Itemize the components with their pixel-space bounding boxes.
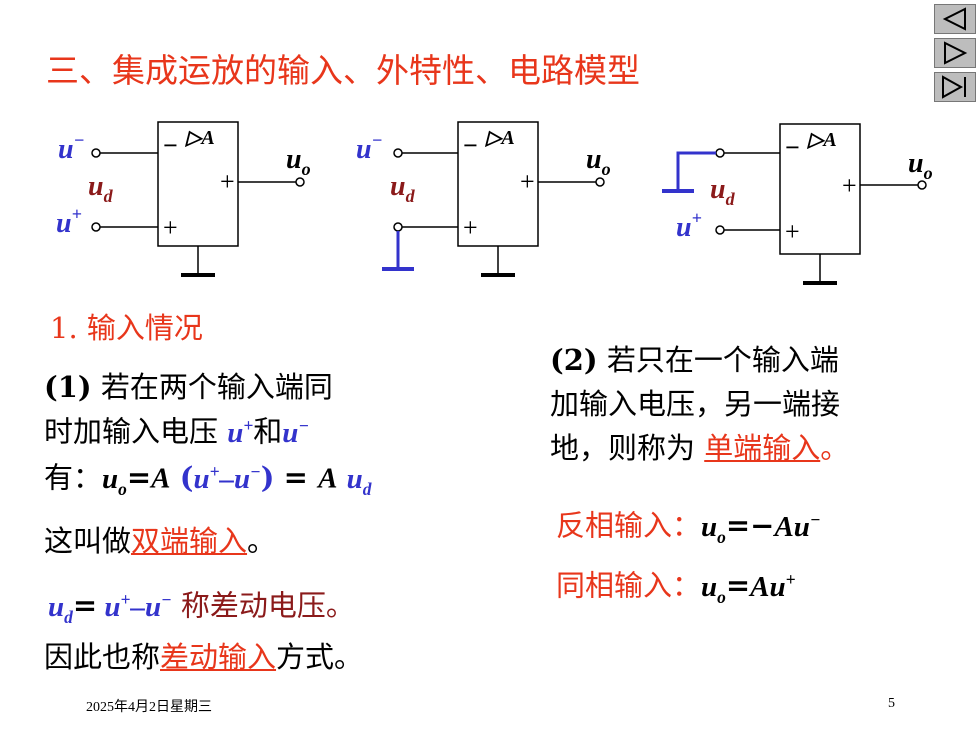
svg-text:+: + [163, 213, 178, 242]
svg-text:−: − [463, 131, 478, 160]
op-amp-inverting: − + + ▷A u− ud uo [356, 121, 611, 277]
diff-voltage-line: ud= u+–u− 称差动电压。 [48, 588, 355, 627]
svg-text:+: + [520, 167, 535, 196]
svg-text:u+: u+ [676, 208, 702, 243]
svg-text:u−: u− [356, 130, 383, 165]
svg-text:+: + [842, 171, 857, 200]
end-icon [942, 75, 966, 99]
section-heading: 1. 输入情况 [50, 311, 203, 345]
op-amp-double-ended: − + + ▷A u− ud u+ uo [56, 121, 311, 277]
op-amp-diagrams: − + + ▷A u− ud u+ uo − + + ▷A u− ud uo [56, 121, 933, 285]
svg-text:▷A: ▷A [484, 127, 515, 149]
right-para-1: (2) 若只在一个输入端 [550, 343, 839, 377]
svg-text:uo: uo [908, 148, 933, 183]
svg-text:uo: uo [286, 144, 311, 179]
inverting-formula: 反相输入：uo=−Au− [556, 508, 821, 547]
svg-text:ud: ud [710, 174, 736, 209]
left-para-1: (1) 若在两个输入端同 [44, 370, 333, 404]
svg-text:▷A: ▷A [806, 129, 837, 151]
left-para-2: 时加输入电压 u+和u− [44, 414, 309, 449]
svg-text:uo: uo [586, 144, 611, 179]
svg-text:−: − [785, 133, 800, 162]
svg-text:▷A: ▷A [184, 127, 215, 149]
formula-uo: 有：uo=A (u+–u−) = A ud [44, 460, 372, 499]
double-ended-line: 这叫做双端输入。 [44, 524, 277, 558]
svg-text:ud: ud [88, 171, 114, 206]
footer-date: 2025年4月2日星期三 [86, 700, 212, 715]
end-button[interactable] [934, 72, 976, 102]
svg-text:+: + [785, 217, 800, 246]
single-ended-link: 单端输入 [704, 431, 821, 465]
back-icon [942, 7, 966, 31]
diff-input-link: 差动输入 [160, 640, 277, 674]
svg-text:u−: u− [58, 130, 85, 165]
slide-title: 三、集成运放的输入、外特性、电路模型 [46, 51, 640, 90]
op-amp-noninverting: − + + ▷A ud u+ uo [662, 123, 933, 285]
noninverting-formula: 同相输入：uo=Au+ [556, 568, 796, 607]
right-para-2: 加输入电压，另一端接 [550, 387, 841, 421]
svg-text:ud: ud [390, 171, 416, 206]
back-button[interactable] [934, 4, 976, 34]
page-number: 5 [888, 696, 895, 711]
svg-text:+: + [463, 213, 478, 242]
diff-mode-line: 因此也称差动输入方式。 [44, 640, 364, 674]
right-para-3: 地，则称为 单端输入。 [550, 431, 850, 465]
double-ended-link: 双端输入 [131, 524, 248, 558]
svg-text:u+: u+ [56, 204, 82, 239]
svg-text:−: − [163, 131, 178, 160]
forward-icon [944, 41, 968, 65]
svg-text:+: + [220, 167, 235, 196]
forward-button[interactable] [934, 38, 976, 68]
